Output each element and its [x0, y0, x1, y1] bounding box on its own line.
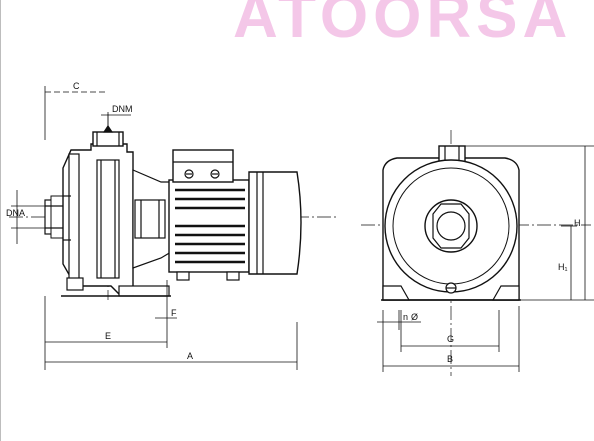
front-dimensions: [377, 145, 594, 372]
label-f: F: [171, 308, 177, 318]
label-c: C: [73, 81, 80, 91]
discharge-outlet: [92, 112, 124, 147]
motor: [168, 149, 302, 281]
pump-casing: [62, 143, 134, 295]
label-g: G: [447, 334, 454, 344]
label-dna: DNA: [6, 208, 25, 218]
front-view: [361, 130, 594, 376]
watermark: ATOORSA: [233, 0, 573, 51]
label-a: A: [187, 351, 193, 361]
side-dimensions: [11, 86, 298, 370]
label-b: B: [447, 354, 453, 364]
motor-adapter: [118, 169, 172, 297]
label-dnm: DNM: [112, 104, 133, 114]
label-phi: Ø: [411, 312, 418, 322]
label-h1: H₁: [558, 262, 568, 272]
side-view: [9, 86, 339, 370]
label-h: H: [574, 218, 581, 228]
label-n: n: [403, 312, 408, 322]
suction-inlet: [44, 195, 64, 239]
label-e: E: [105, 331, 111, 341]
